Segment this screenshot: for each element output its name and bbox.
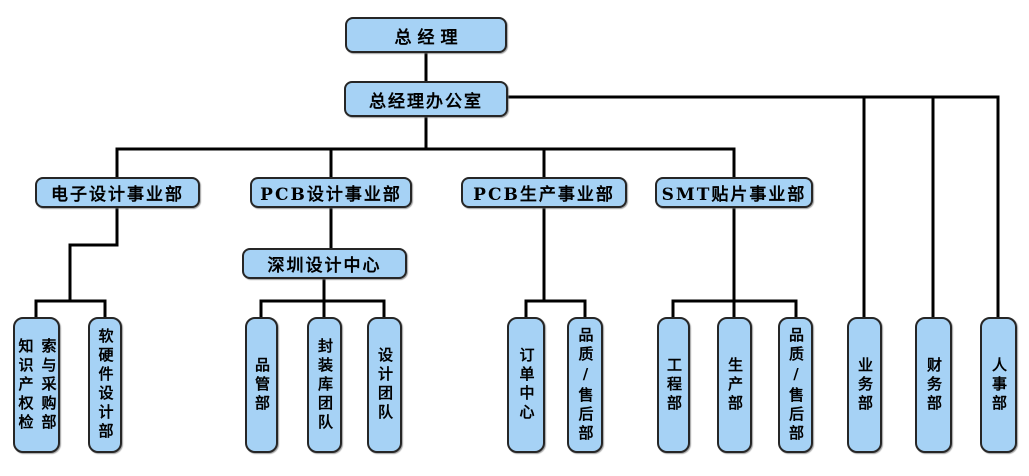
org-node-label: 品质/售后部 (787, 326, 805, 444)
org-node-pcb-design-division: PCB设计事业部 (250, 177, 412, 208)
org-node-pcb-quality-aftersales: 品质/售后部 (567, 317, 603, 453)
org-node-label: 软硬件设计部 (96, 328, 115, 442)
org-node-electronic-design-division: 电子设计事业部 (35, 177, 200, 208)
org-node-software-hardware-design: 软硬件设计部 (88, 317, 122, 453)
org-node-hr-dept: 人事部 (980, 317, 1017, 453)
org-node-general-manager: 总经理 (345, 17, 507, 53)
org-node-pcb-production-division: PCB生产事业部 (461, 177, 627, 208)
org-node-label: 业务部 (856, 356, 874, 414)
org-node-engineering: 工程部 (657, 317, 690, 453)
org-node-smt-quality-aftersales: 品质/售后部 (778, 317, 813, 453)
org-node-label: 封装库团队 (316, 337, 334, 433)
org-node-label: 人事部 (990, 356, 1008, 414)
org-node-label: 生产部 (726, 356, 744, 414)
org-node-shenzhen-design-center: 深圳设计中心 (242, 248, 407, 279)
org-node-smt-division: SMT贴片事业部 (655, 177, 813, 208)
org-node-label: 品质/售后部 (576, 326, 595, 444)
org-node-gm-office: 总经理办公室 (344, 81, 508, 117)
org-node-label: 设计团队 (376, 347, 394, 423)
org-node-production: 生产部 (717, 317, 752, 453)
org-node-label: 品管部 (253, 356, 271, 414)
org-node-finance-dept: 财务部 (915, 317, 952, 453)
org-node-quality-management: 品管部 (245, 317, 278, 453)
org-node-label: 订单中心 (517, 347, 536, 423)
org-node-label: 工程部 (665, 356, 683, 414)
org-node-order-center: 订单中心 (507, 317, 545, 453)
org-node-label: 知识产权检 索与采购部 (16, 337, 58, 433)
org-node-label: 财务部 (925, 356, 943, 414)
org-node-package-library-team: 封装库团队 (307, 317, 342, 453)
org-node-business-dept: 业务部 (847, 317, 882, 453)
org-node-ip-search-procurement: 知识产权检 索与采购部 (13, 317, 60, 453)
org-node-design-team: 设计团队 (367, 317, 402, 453)
